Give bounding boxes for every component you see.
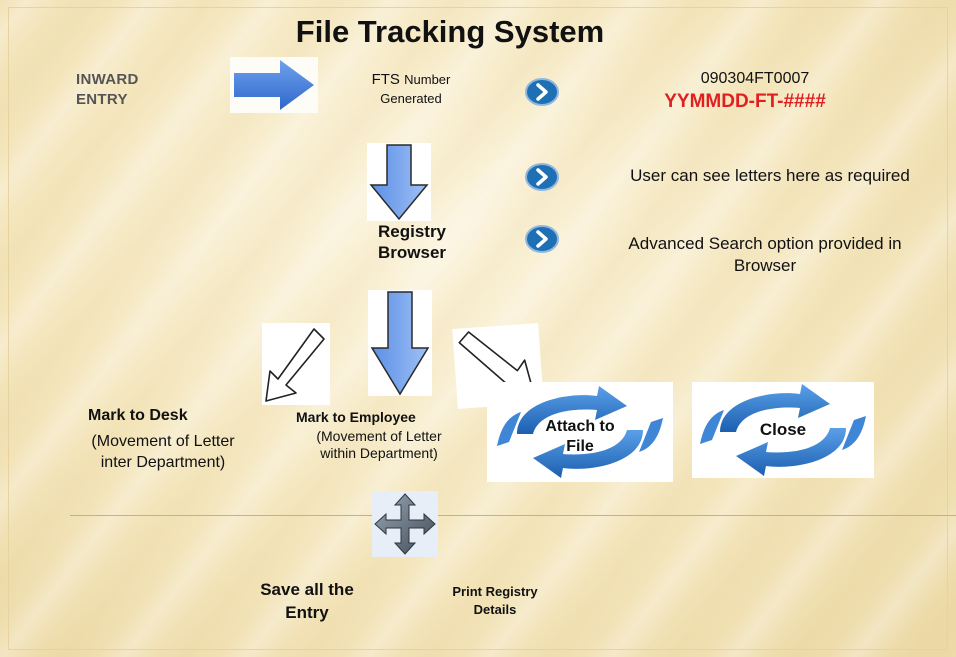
attach-to-file-label: Attach to File (527, 417, 633, 457)
fts-generated-label: Generated (380, 91, 442, 106)
chevron-bullet-icon (525, 225, 559, 253)
print-line2: Details (473, 602, 517, 617)
mark-to-employee-subtitle: (Movement of Letter within Department) (284, 428, 474, 462)
fts-label: FTS (371, 71, 400, 88)
attach-to-file-button[interactable]: Attach to File (487, 382, 673, 482)
fts-format: YYMMDD-FT-#### (664, 91, 826, 112)
inward-label-line2: ENTRY (76, 91, 128, 108)
mark-to-employee-sub-line1: (Movement of Letter (316, 428, 442, 444)
save-line1: Save all the (260, 580, 354, 599)
diagonal-arrow-icon (262, 323, 330, 405)
down-arrow-icon (367, 143, 431, 221)
attach-line1: Attach to (545, 418, 615, 435)
cycle-arrows-icon (497, 386, 663, 478)
mark-to-desk-subtitle: (Movement of Letter inter Department) (58, 431, 268, 473)
down-arrow-icon (368, 290, 432, 396)
right-arrow-icon (230, 57, 318, 113)
mark-to-employee-sub-line2: within Department) (320, 445, 438, 461)
print-line1: Print Registry (452, 584, 538, 599)
save-all-entry[interactable]: Save all the Entry (232, 578, 382, 624)
close-button[interactable]: Close (692, 382, 874, 478)
mark-to-employee-title: Mark to Employee (296, 409, 416, 425)
registry-line1: Registry (377, 222, 447, 241)
attach-line2: File (566, 438, 594, 455)
note-advanced-search: Advanced Search option provided in Brows… (628, 234, 902, 275)
close-label: Close (759, 420, 807, 439)
chevron-bullet-icon (525, 78, 559, 106)
inward-label-line1: INWARD (76, 71, 139, 88)
page-title: File Tracking System (295, 14, 605, 49)
mark-to-desk-sub-line2: inter Department) (100, 454, 226, 471)
divider-line (70, 515, 956, 516)
save-line2: Entry (285, 603, 329, 622)
cycle-arrows-icon (700, 384, 866, 476)
mark-to-desk-sub-line1: (Movement of Letter (91, 433, 235, 450)
registry-browser: Registry Browser (352, 221, 472, 263)
note-user-letters: User can see letters here as required (630, 166, 910, 185)
fts-number-generated: FTS Number Generated (336, 70, 486, 108)
slide-frame (8, 7, 948, 650)
mark-to-desk-title: Mark to Desk (88, 407, 188, 424)
inward-entry-label: INWARD ENTRY (76, 70, 139, 110)
move-arrows-icon (372, 491, 438, 557)
print-registry-details[interactable]: Print Registry Details (420, 583, 570, 619)
fts-code: 090304FT0007 (700, 70, 810, 87)
chevron-bullet-icon (525, 163, 559, 191)
fts-number-label: Number (404, 72, 451, 87)
registry-line2: Browser (377, 243, 447, 262)
